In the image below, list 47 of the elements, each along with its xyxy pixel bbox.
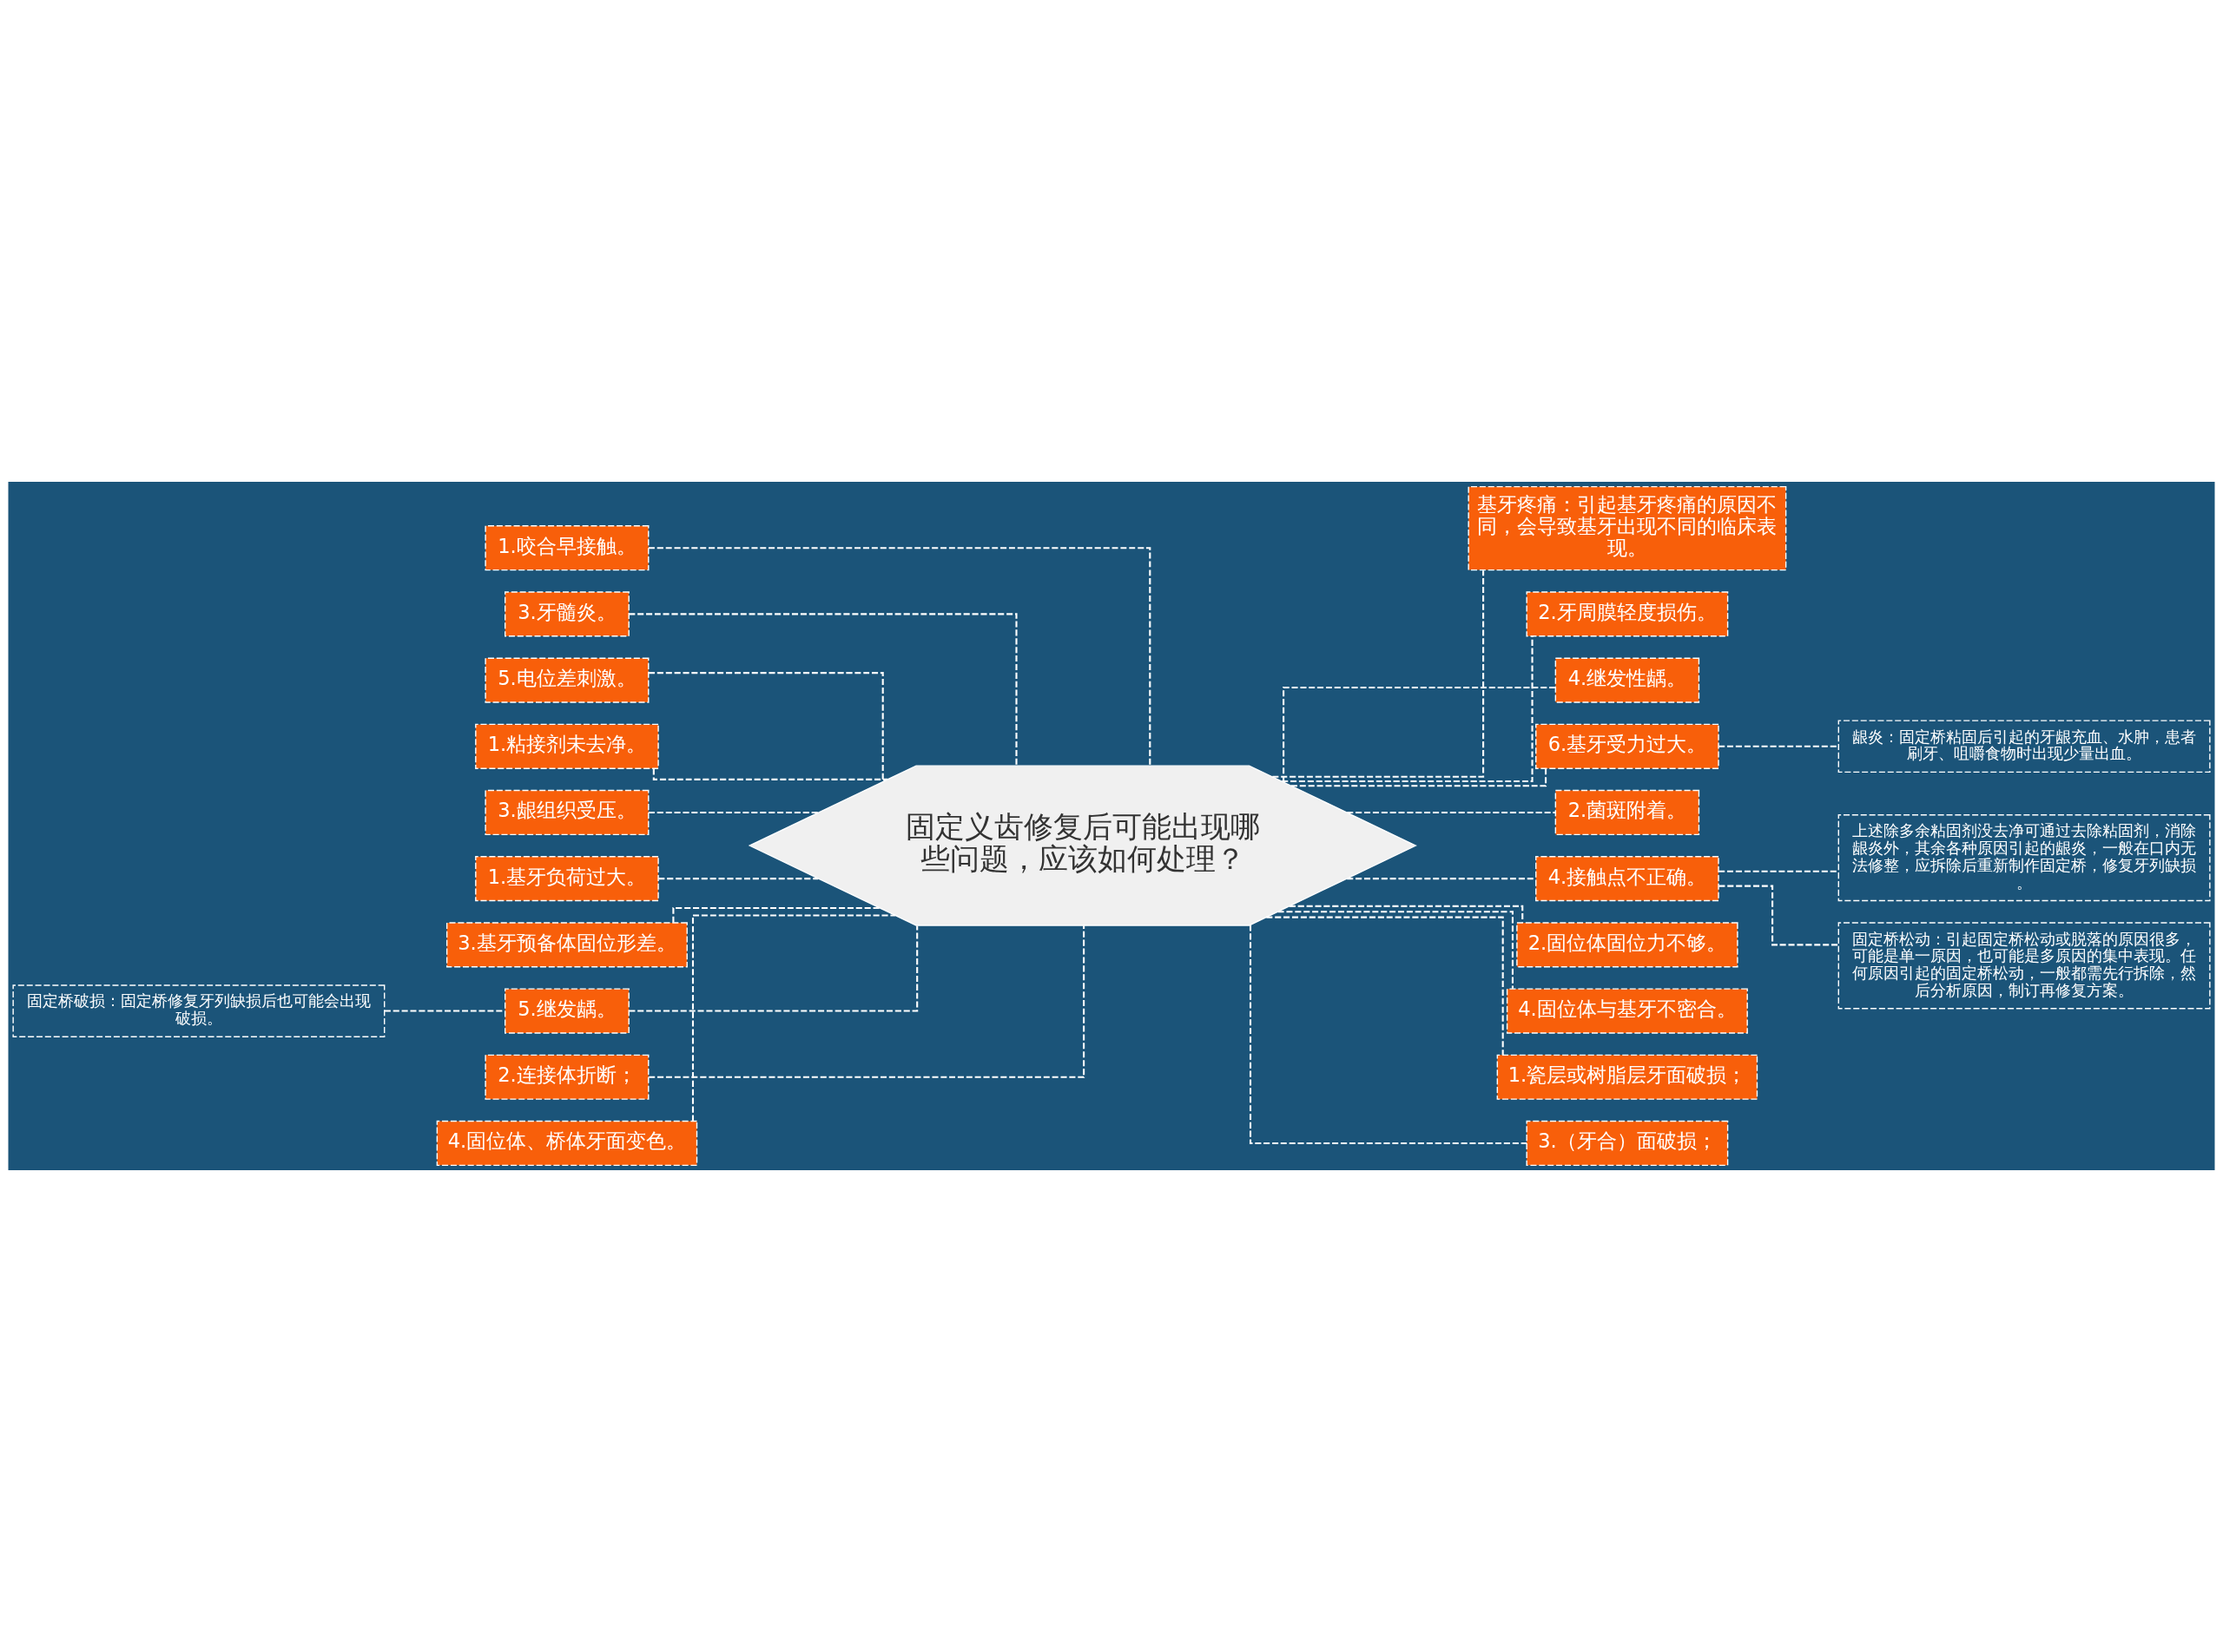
connector [649,811,819,814]
connector [1272,570,1485,778]
node-box: 5.继发龋。 [505,988,630,1034]
node-box: 4.固位体、桥体牙面变色。 [436,1120,698,1167]
connector [1290,768,1547,787]
node-box: 上述除多余粘固剂没去净可通过去除粘固剂，消除龈炎外，其余各种原因引起的龈炎，一般在口内无法修整，应拆除后重新制作固定桥，修复牙列缺损。 [1837,814,2211,902]
connector [672,907,881,923]
node-box: 3.基牙预备体固位形差。 [445,922,688,968]
connector [1283,687,1555,783]
node-box: 4.接触点不正确。 [1535,856,1719,902]
connector [1347,811,1555,814]
node-box: 4.继发性龋。 [1554,657,1700,703]
connector [1289,905,1524,923]
connector [1249,925,1527,1144]
connector [629,613,1018,766]
node-box: 6.基牙受力过大。 [1535,723,1719,769]
connector [1718,870,1839,872]
node-box: 基牙疼痛：引起基牙疼痛的原因不同，会导致基牙出现不同的临床表现。 [1468,485,1787,571]
connector [691,914,895,1122]
connector [1347,878,1536,880]
node-box: 固定桥松动：引起固定桥松动或脱落的原因很多，可能是单一原因，也可能是多原因的集中表现。任何原因引起的固定桥松动，一般都需先行拆除，然后分析原因，制订再修复方案。 [1837,922,2211,1010]
node-box: 1.基牙负荷过大。 [475,856,659,902]
connector [1718,885,1839,946]
node-box: 3.（牙合）面破损； [1526,1120,1729,1167]
connector [649,672,884,782]
node-box: 2.牙周膜轻度损伤。 [1526,591,1729,637]
node-box: 1.粘接剂未去净。 [475,723,659,769]
connector [1277,911,1514,989]
node-box: 3.牙髓炎。 [505,591,630,637]
connector [649,547,1151,766]
node-box: 1.瓷层或树脂层牙面破损； [1496,1054,1758,1100]
connector [1266,916,1504,1056]
connector [652,768,888,780]
connector [1282,635,1534,783]
node-box: 1.咬合早接触。 [485,525,650,571]
node-box: 龈炎：固定桥粘固后引起的牙龈充血、水肿，患者刷牙、咀嚼食物时出现少量出血。 [1837,720,2211,773]
node-box: 5.电位差刺激。 [485,657,650,703]
node-box: 3.龈组织受压。 [485,789,650,836]
node-box: 2.连接体折断； [485,1054,650,1100]
node-box: 2.固位体固位力不够。 [1516,922,1738,968]
connector [649,925,1085,1078]
node-box: 2.菌斑附着。 [1554,789,1700,836]
connector [1718,745,1839,747]
connector [658,878,819,880]
node-box: 固定桥破损：固定桥修复牙列缺损后也可能会出现破损。 [12,984,386,1037]
node-box: 4.固位体与基牙不密合。 [1506,988,1748,1034]
connector [629,925,919,1012]
